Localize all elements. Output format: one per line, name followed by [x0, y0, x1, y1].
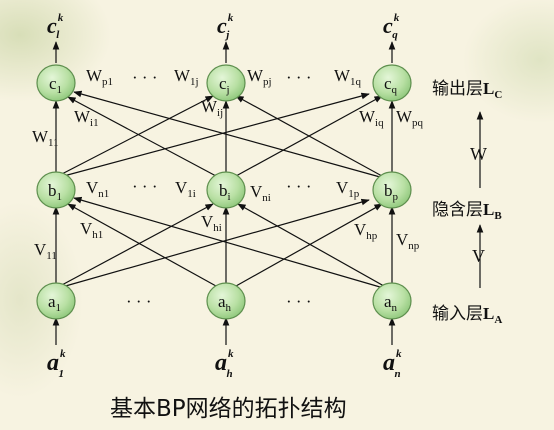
- weight-v-np: Vnp: [396, 230, 420, 252]
- weight-w-ij: Wij: [201, 97, 223, 119]
- hidden-layer-nodes: b1 bi bp: [36, 171, 412, 209]
- ellipsis: · · ·: [286, 292, 311, 311]
- node-cj-label: cj: [219, 74, 230, 96]
- ellipsis: · · ·: [286, 68, 311, 87]
- output-arrows: [52, 41, 396, 63]
- diagram-title: 基本BP网络的拓扑结构: [110, 396, 347, 422]
- node-bi-label: bi: [219, 181, 231, 203]
- w-weight-labels: Wp1 W1j Wpj W1q Wi1 Wij Wiq Wpq W11: [32, 66, 424, 149]
- node-bi: [206, 171, 246, 209]
- weight-w-pq: Wpq: [396, 107, 424, 129]
- input-layer-label: 输入层LA: [432, 304, 502, 326]
- node-cj: [206, 64, 246, 102]
- node-a1: [36, 282, 76, 320]
- node-b1: [36, 171, 76, 209]
- node-cq: [372, 64, 412, 102]
- weight-w-1q: W1q: [334, 66, 362, 88]
- weight-w-p1: Wp1: [86, 66, 113, 88]
- weight-v-11: V11: [34, 240, 57, 262]
- weight-v-1i: V1i: [175, 178, 196, 200]
- node-ah: [206, 282, 246, 320]
- layer-labels: 输出层LC W 隐含层LB V 输入层LA: [432, 79, 502, 326]
- v-matrix-label: V: [472, 246, 485, 266]
- edges-input-to-hidden: [52, 196, 396, 288]
- weight-v-n1: Vn1: [86, 178, 109, 200]
- weight-v-h1: Vh1: [80, 219, 103, 241]
- weight-v-hp: Vhp: [354, 220, 378, 242]
- hidden-layer-label: 隐含层LB: [432, 200, 502, 222]
- weight-v-ni: Vni: [250, 182, 271, 204]
- ellipsis: · · ·: [132, 68, 157, 87]
- weight-v-1p: V1p: [336, 178, 360, 200]
- ellipsis-marks: · · · · · · · · · · · · · · · · · ·: [126, 68, 311, 311]
- node-an: [372, 282, 412, 320]
- node-ah-label: ah: [218, 292, 232, 314]
- v-weight-labels: Vn1 V1i Vni V1p Vh1 Vhi Vhp V11 Vnp: [34, 178, 420, 262]
- edges-hidden-to-output: [52, 90, 396, 178]
- node-b1-label: b1: [48, 181, 62, 203]
- node-cq-label: cq: [384, 74, 398, 96]
- w-matrix-label: W: [470, 144, 487, 164]
- weight-w-pj: Wpj: [247, 66, 272, 88]
- output-layer-nodes: c1 cj cq: [36, 64, 412, 102]
- output-layer-label: 输出层LC: [432, 79, 502, 101]
- ellipsis: · · ·: [286, 177, 311, 196]
- node-a1-label: a1: [48, 292, 61, 314]
- weight-w-iq: Wiq: [359, 107, 384, 129]
- weight-w-i1: Wi1: [74, 107, 99, 129]
- weight-v-hi: Vhi: [201, 212, 222, 234]
- ellipsis: · · ·: [126, 292, 151, 311]
- input-arrows: [52, 317, 396, 345]
- node-bp: [372, 171, 412, 209]
- weight-w-11: W11: [32, 127, 59, 149]
- node-c1: [36, 64, 76, 102]
- input-layer-nodes: a1 ah an: [36, 282, 412, 320]
- ellipsis: · · ·: [132, 177, 157, 196]
- weight-w-1j: W1j: [174, 66, 199, 88]
- node-an-label: an: [384, 292, 398, 314]
- node-bp-label: bp: [384, 181, 399, 203]
- node-c1-label: c1: [49, 74, 62, 96]
